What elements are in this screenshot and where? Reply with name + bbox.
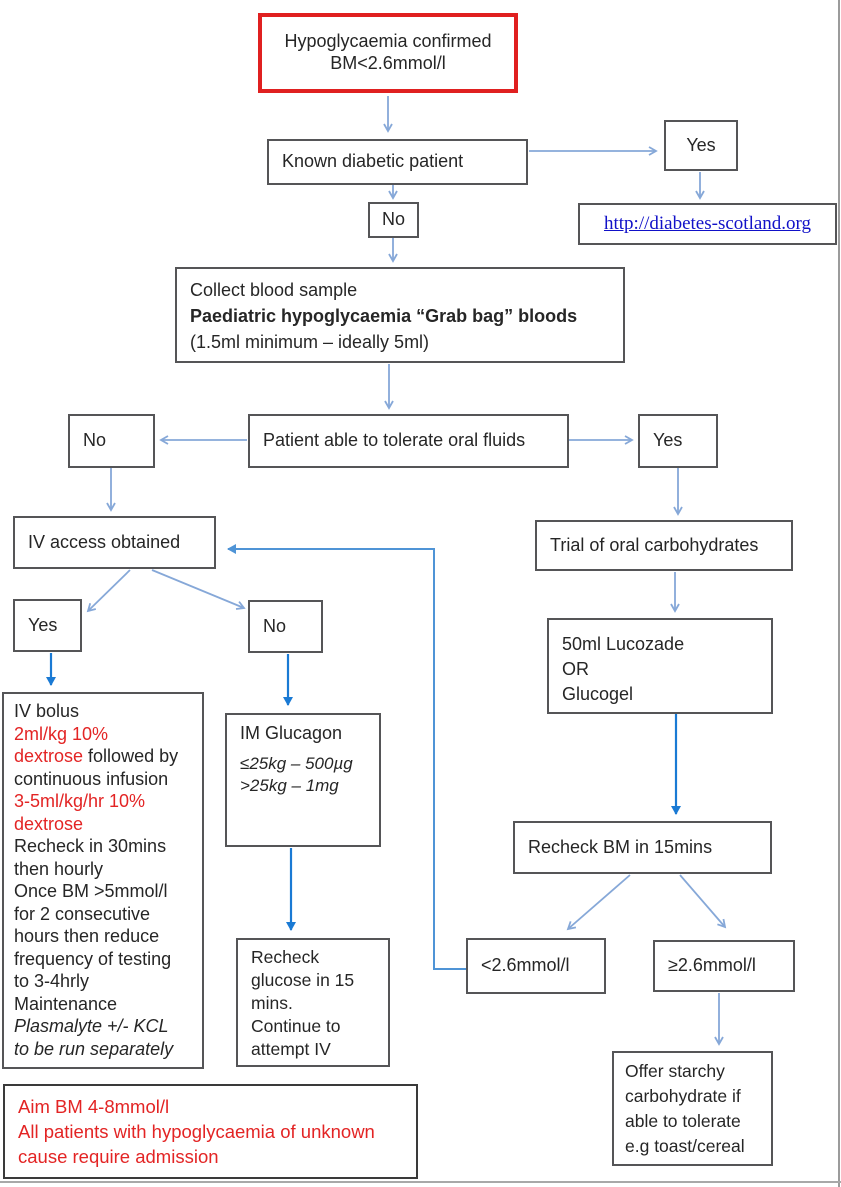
recheck-glucose-line5: attempt IV [251,1039,331,1059]
iv-bolus-line11: hours then reduce [14,926,160,946]
label-no-top: No [368,202,419,238]
arrow-recheck-bm-to-ge26 [679,874,727,929]
recheck-glucose-line1: Recheck [251,947,320,967]
iv-bolus-line7: Recheck in 30mins [14,836,167,856]
iv-bolus-line5: 3-5ml/kg/hr 10% [14,791,146,811]
iv-bolus-line10: for 2 consecutive [14,903,151,924]
label-yes-iv: Yes [13,599,82,652]
decision-iv-access-obtained: IV access obtained [13,516,216,569]
process-offer-starchy-carbohydrate: Offer starchy carbohydrate if able to to… [612,1051,773,1166]
iv-bolus-line3: dextrose followed by [14,745,189,768]
label-no-left: No [68,414,155,468]
offer-line4: e.g toast/cereal [625,1136,745,1156]
process-collect-blood-sample: Collect blood sample Paediatric hypoglyc… [175,267,625,363]
recheck-glucose-line4: Continue to [251,1016,341,1036]
start-box-hypoglycaemia-confirmed: Hypoglycaemia confirmed BM<2.6mmol/l [258,13,518,93]
aim-line3: cause require admission [18,1146,219,1167]
start-line2: BM<2.6mmol/l [330,53,446,73]
iv-bolus-dextrose: dextrose [14,746,84,766]
im-glucagon-dose2: >25kg – 1mg [240,775,339,795]
lucozade-line3: Glucogel [562,684,634,704]
iv-bolus-followed-by: followed by [83,746,179,766]
process-iv-bolus: IV bolus 2ml/kg 10% dextrose followed by… [2,692,204,1069]
offer-line2: carbohydrate if [625,1086,741,1106]
iv-bolus-line15: Plasmalyte +/- KCL [14,1016,169,1036]
label-yes-top: Yes [664,120,738,171]
iv-bolus-line6: dextrose [14,813,84,834]
decision-tolerate-oral-fluids: Patient able to tolerate oral fluids [248,414,569,468]
collect-line2: Paediatric hypoglycaemia “Grab bag” bloo… [190,306,578,326]
process-recheck-bm-15mins: Recheck BM in 15mins [513,821,772,874]
iv-bolus-line9: Once BM >5mmol/l [14,881,168,901]
label-lt-2-6-mmol: <2.6mmol/l [466,938,606,994]
page-right-border [838,0,840,1187]
iv-bolus-line2: 2ml/kg 10% [14,723,109,744]
im-glucagon-spacer [240,745,366,753]
iv-bolus-line16: to be run separately [14,1038,174,1059]
process-lucozade-glucogel: 50ml Lucozade OR Glucogel [547,618,773,714]
label-ge-2-6-mmol: ≥2.6mmol/l [653,940,795,992]
recheck-glucose-line3: mins. [251,993,293,1013]
arrow-iv-access-to-yes [86,569,131,613]
label-yes-right: Yes [638,414,718,468]
iv-bolus-line8: then hourly [14,858,104,879]
iv-bolus-line12: frequency of testing [14,948,172,969]
arrow-iv-access-to-no [151,569,246,610]
process-recheck-glucose: Recheck glucose in 15 mins. Continue to … [236,938,390,1067]
aim-line2: All patients with hypoglycaemia of unkno… [18,1121,375,1142]
diabetes-scotland-link[interactable]: http://diabetes-scotland.org [603,213,812,235]
note-aim-bm: Aim BM 4-8mmol/l All patients with hypog… [3,1084,418,1179]
offer-line1: Offer starchy [625,1061,725,1081]
link-box: http://diabetes-scotland.org [578,203,837,245]
process-trial-oral-carbohydrates: Trial of oral carbohydrates [535,520,793,571]
collect-line1: Collect blood sample [190,280,358,300]
offer-line3: able to tolerate [625,1111,741,1131]
recheck-glucose-line2: glucose in 15 [251,970,355,990]
aim-line1: Aim BM 4-8mmol/l [18,1096,170,1117]
im-glucagon-title: IM Glucagon [240,723,343,743]
arrow-recheck-bm-to-lt26 [566,874,631,931]
iv-bolus-line4: continuous infusion [14,768,169,789]
iv-bolus-line13: to 3-4hrly [14,971,90,991]
iv-bolus-line1: IV bolus [14,701,80,721]
decision-known-diabetic: Known diabetic patient [267,139,528,185]
im-glucagon-dose1: ≤25kg – 500µg [240,753,353,773]
page-bottom-border [0,1181,841,1183]
collect-line3: (1.5ml minimum – ideally 5ml) [190,332,430,352]
lucozade-line2: OR [562,659,589,679]
start-line1: Hypoglycaemia confirmed [284,31,492,52]
iv-bolus-line14: Maintenance [14,993,118,1014]
label-no-iv: No [248,600,323,653]
lucozade-line1: 50ml Lucozade [562,634,685,654]
process-im-glucagon: IM Glucagon ≤25kg – 500µg >25kg – 1mg [225,713,381,847]
